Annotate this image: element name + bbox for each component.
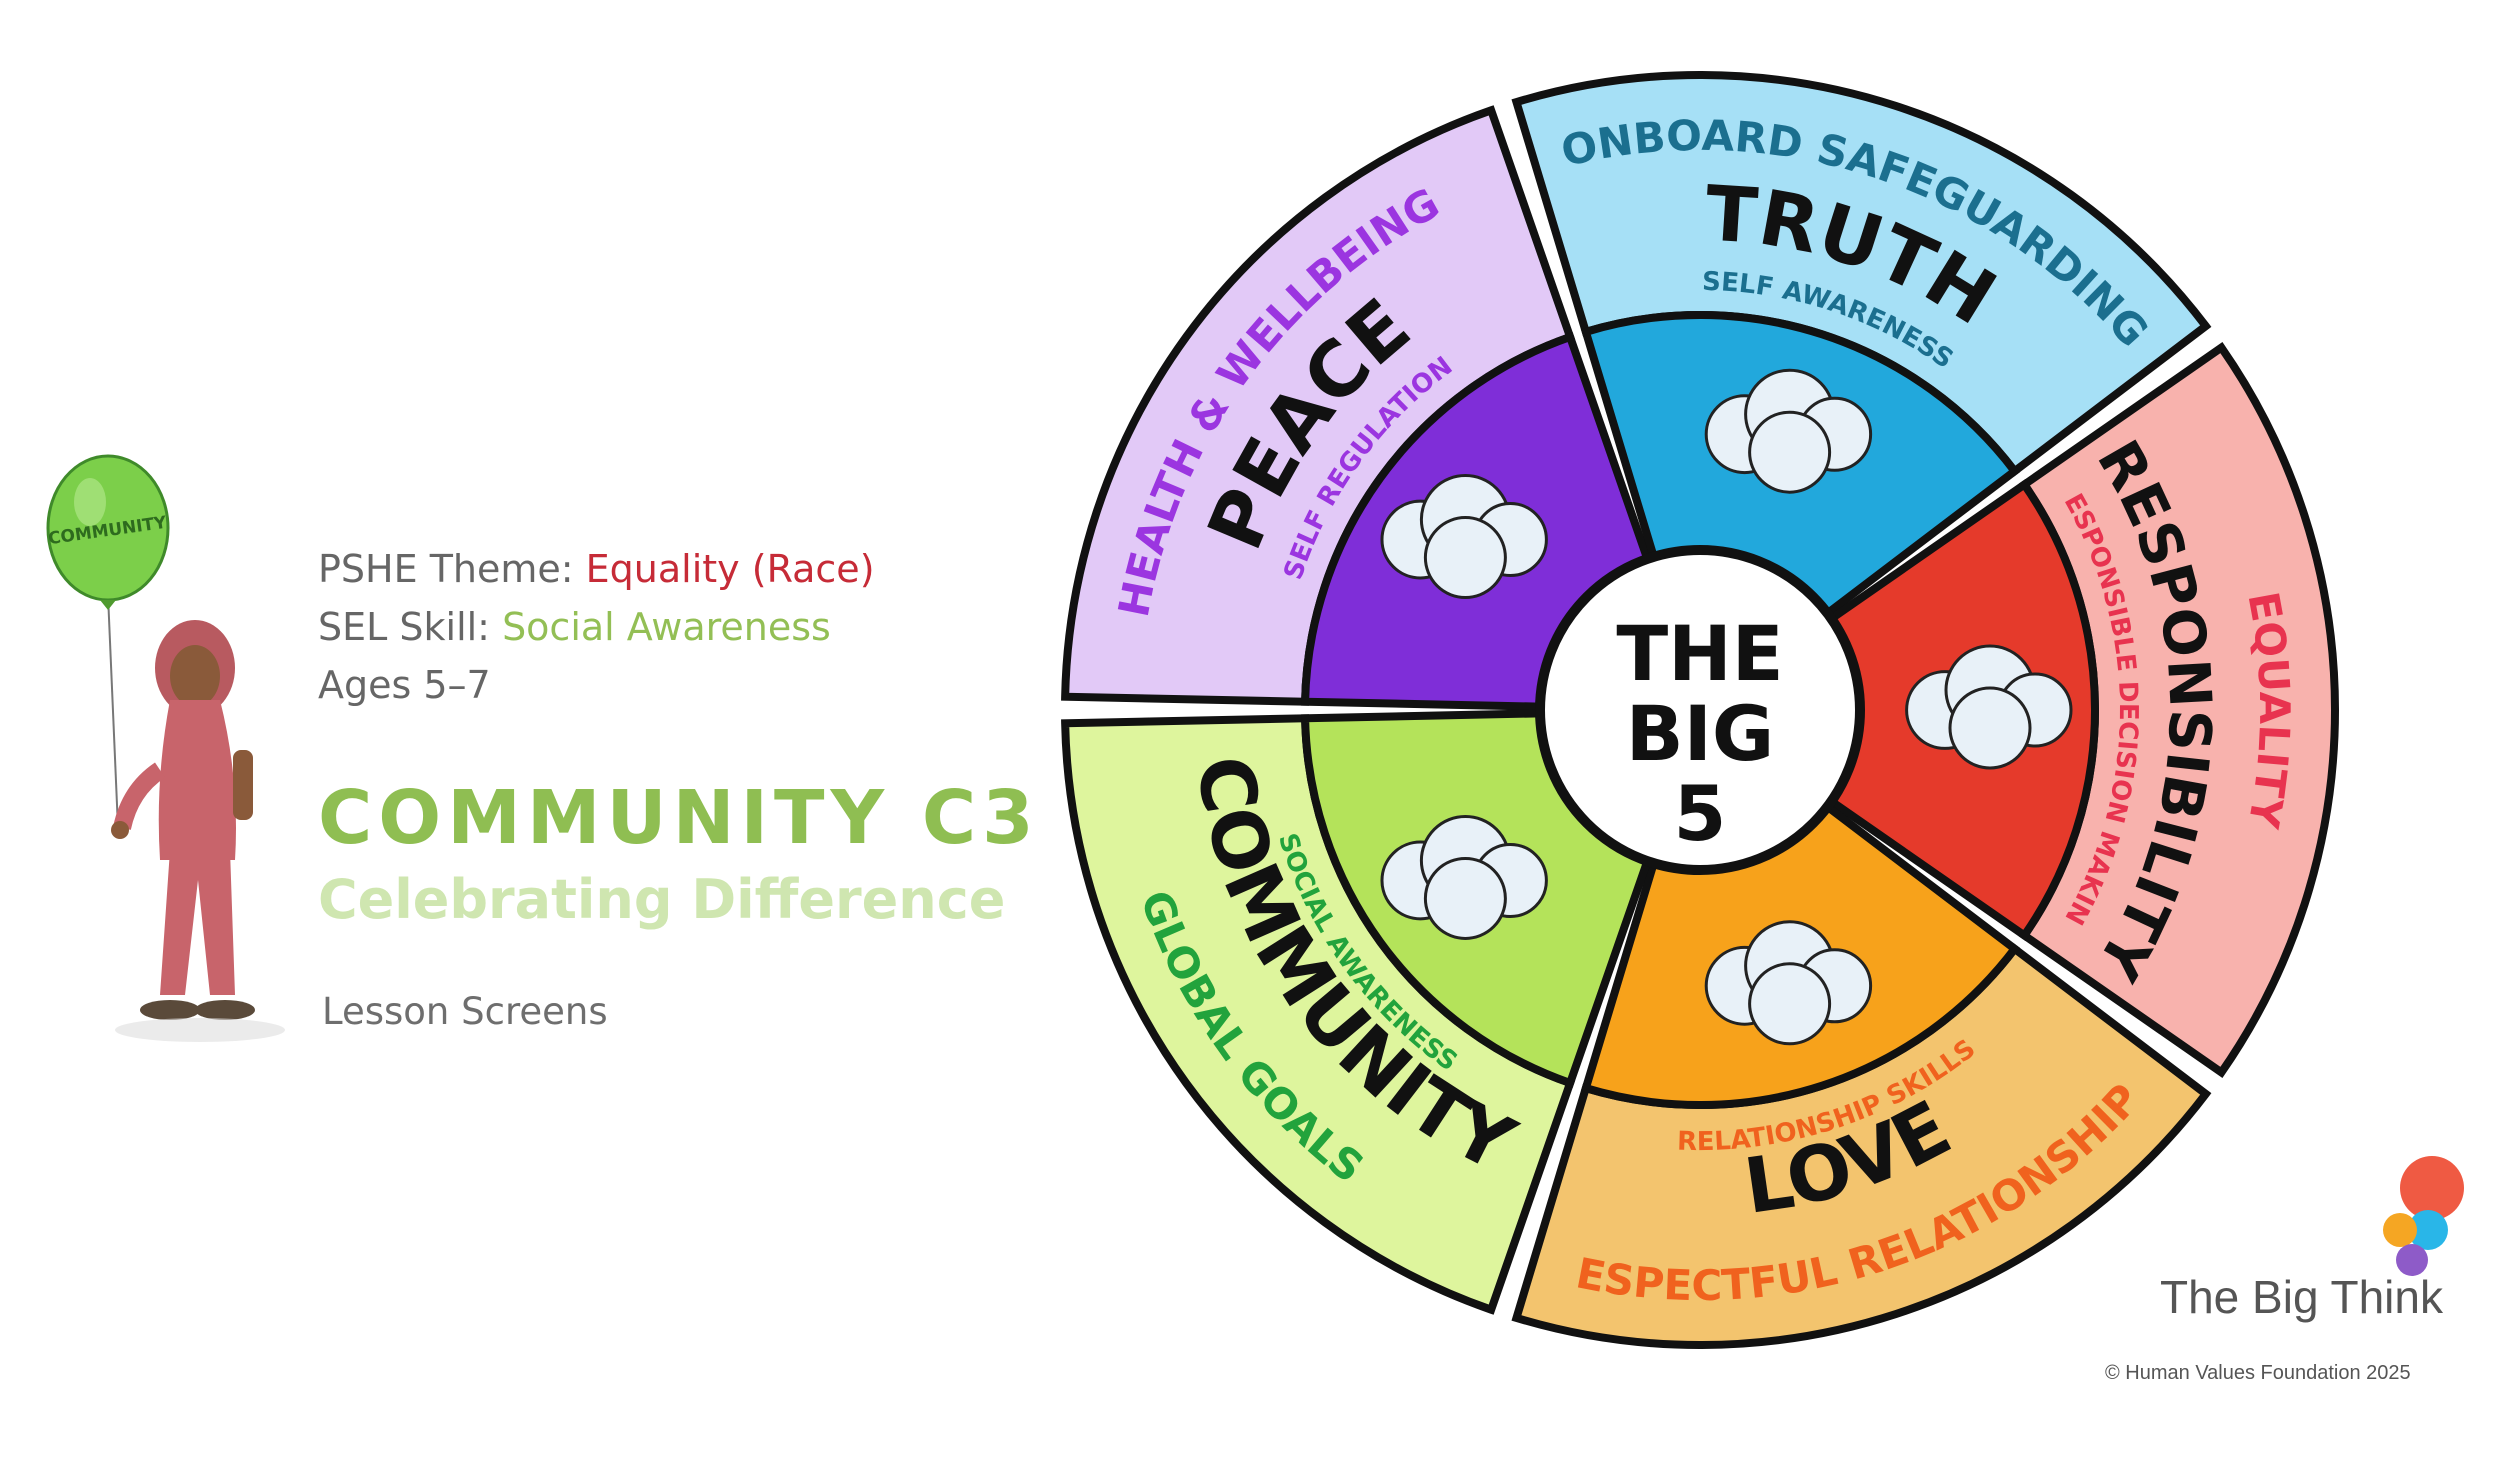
sel-skill-value: Social Awareness — [502, 605, 831, 649]
logo-text: The Big Think — [2160, 1271, 2443, 1323]
lesson-screens-label: Lesson Screens — [322, 990, 608, 1033]
copyright-text: © Human Values Foundation 2025 — [2105, 1362, 2411, 1384]
pshe-theme-line: PSHE Theme: Equality (Race) — [318, 540, 875, 598]
pshe-theme-value: Equality (Race) — [585, 547, 875, 591]
big-think-logo — [2383, 1156, 2464, 1276]
segment-cloud-truth — [1704, 368, 1873, 494]
ages-text: Ages 5–7 — [318, 663, 491, 707]
lesson-info: PSHE Theme: Equality (Race) SEL Skill: S… — [318, 540, 875, 714]
sel-skill-line: SEL Skill: Social Awareness — [318, 598, 875, 656]
center-text-line-2: BIG — [1626, 689, 1775, 778]
segment-cloud-love — [1704, 920, 1873, 1046]
pshe-theme-label: PSHE Theme: — [318, 547, 586, 591]
logo-dot-purple — [2396, 1244, 2428, 1276]
lesson-subtitle: Celebrating Difference — [318, 868, 1006, 931]
segment-cloud-peace — [1380, 474, 1548, 600]
lesson-title: COMMUNITY C3 — [318, 775, 1040, 861]
sel-skill-label: SEL Skill: — [318, 605, 503, 649]
logo-dot-blue — [2408, 1210, 2448, 1250]
logo-dot-orange — [2383, 1213, 2417, 1247]
center-text-line-3: 5 — [1674, 769, 1727, 858]
girl-with-balloon-illustration: COMMUNITY — [46, 454, 285, 1042]
segment-cloud-responsibility — [1905, 644, 2073, 770]
center-text-line-1: THE — [1616, 609, 1783, 698]
segment-cloud-community — [1380, 814, 1548, 940]
wheel-center — [1535, 545, 1865, 875]
logo-dot-red — [2400, 1156, 2464, 1220]
